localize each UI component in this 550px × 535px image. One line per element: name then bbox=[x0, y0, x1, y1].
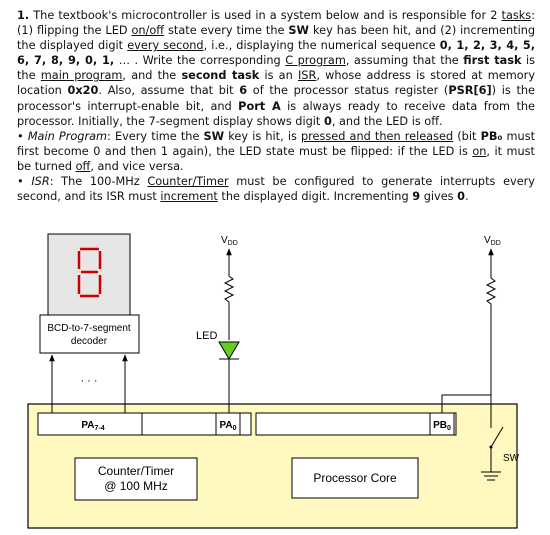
text: : (1) flipping the LED bbox=[17, 9, 535, 38]
text: is an bbox=[264, 69, 293, 83]
pa74-label: PA7-4 bbox=[81, 420, 104, 432]
text: C program bbox=[285, 54, 346, 68]
text: SW bbox=[203, 129, 225, 143]
port-b-register bbox=[255, 412, 457, 436]
text: 6 bbox=[239, 84, 248, 98]
bullet: • bbox=[17, 129, 24, 143]
resistor-right bbox=[485, 272, 497, 395]
led-diode bbox=[218, 341, 240, 360]
text: Main Program bbox=[27, 129, 108, 143]
text: main program bbox=[40, 69, 123, 83]
text: SW bbox=[288, 24, 310, 38]
main-program-bullet: • Main Program: Every time the SW key is… bbox=[17, 129, 535, 174]
counter-timer-line1: Counter/Timer bbox=[98, 464, 174, 478]
text: PSR[6] bbox=[448, 84, 492, 98]
text: The textbook's microcontroller is used i… bbox=[33, 9, 498, 22]
text: tasks bbox=[501, 9, 532, 22]
text: 9 bbox=[412, 190, 421, 204]
text: ISR bbox=[31, 175, 50, 189]
pb0-label: PB0 bbox=[433, 420, 451, 432]
text: , and the bbox=[122, 69, 177, 83]
text: , and vice versa. bbox=[90, 159, 184, 173]
processor-core-label: Processor Core bbox=[313, 471, 397, 485]
bullet: • bbox=[17, 175, 24, 189]
problem-number: 1. bbox=[17, 9, 30, 22]
text: 0 bbox=[457, 190, 466, 204]
bus-ellipsis: · · · bbox=[80, 375, 97, 387]
switch-blade bbox=[490, 426, 504, 448]
text: first task bbox=[463, 54, 522, 68]
vdd-right-label: VDD bbox=[484, 235, 501, 247]
text: must be configured to generate interrupt… bbox=[17, 175, 535, 204]
led-label: LED bbox=[196, 330, 217, 342]
text: Counter/Timer bbox=[147, 175, 229, 189]
port-a-register bbox=[37, 412, 252, 436]
intro-paragraph: 1. The textbook's microcontroller is use… bbox=[17, 8, 535, 129]
counter-timer-box bbox=[74, 457, 198, 501]
text: ) is the processor's interrupt-enable bi… bbox=[17, 84, 536, 113]
text: increment bbox=[160, 190, 218, 204]
switch-label: SW bbox=[503, 453, 520, 464]
problem-statement: 1. The textbook's microcontroller is use… bbox=[17, 8, 535, 204]
text: gives bbox=[423, 190, 454, 204]
text: : Every time the bbox=[107, 129, 200, 143]
decoder-line2: decoder bbox=[71, 336, 108, 347]
pa0-cell bbox=[215, 412, 241, 436]
vdd-left-label: VDD bbox=[221, 235, 238, 247]
text: state every time the bbox=[168, 24, 285, 38]
text: (bit bbox=[457, 129, 477, 143]
text: , it must be turned bbox=[17, 144, 535, 173]
text: must first become 0 and then 1 again), t… bbox=[17, 129, 536, 158]
decoder-line1: BCD-to-7-segment bbox=[47, 323, 131, 334]
text: 0, 1, 2, 3, 4, 5, 6, 7, 8, 9, 0, 1, bbox=[17, 39, 536, 68]
isr-bullet: • ISR: The 100-MHz Counter/Timer must be… bbox=[17, 174, 535, 204]
ground-symbol bbox=[481, 471, 501, 481]
text: every second bbox=[127, 39, 204, 53]
text: : The 100-MHz bbox=[49, 175, 140, 189]
pb0-wire bbox=[441, 394, 491, 413]
resistor-left bbox=[223, 270, 235, 340]
text: on/off bbox=[131, 24, 165, 38]
text: on bbox=[472, 144, 487, 158]
segment-digit-8 bbox=[77, 247, 102, 298]
text: , i.e., displaying the numerical sequenc… bbox=[203, 39, 436, 53]
pa0-label: PA0 bbox=[219, 420, 236, 432]
text: off bbox=[75, 159, 91, 173]
text: 0 bbox=[323, 114, 332, 128]
text: PB₀ bbox=[480, 129, 503, 143]
text: second task bbox=[181, 69, 260, 83]
text: key has been hit, and (2) incrementing t… bbox=[17, 24, 536, 53]
text: … . Write the corresponding bbox=[118, 54, 281, 68]
text: is the bbox=[17, 54, 536, 83]
bcd-decoder-box bbox=[39, 314, 140, 354]
text: , and the LED is off. bbox=[331, 114, 443, 128]
text: , assuming that the bbox=[345, 54, 459, 68]
text: . bbox=[465, 190, 469, 204]
text: ISR bbox=[297, 69, 317, 83]
text: . Also, assume that bit bbox=[98, 84, 234, 98]
text: , whose address is stored at memory loca… bbox=[17, 69, 536, 98]
text: the displayed digit. Incrementing bbox=[221, 190, 409, 204]
text: key is hit, is bbox=[228, 129, 297, 143]
processor-core-box bbox=[291, 457, 419, 499]
text: 0x20 bbox=[67, 84, 99, 98]
counter-timer-line2: @ 100 MHz bbox=[104, 479, 168, 493]
seven-segment-display bbox=[47, 233, 131, 316]
text: is always ready to receive data from the… bbox=[17, 99, 535, 128]
text: pressed and then released bbox=[300, 129, 454, 143]
text: Port A bbox=[238, 99, 281, 113]
text: of the processor status register ( bbox=[252, 84, 449, 98]
